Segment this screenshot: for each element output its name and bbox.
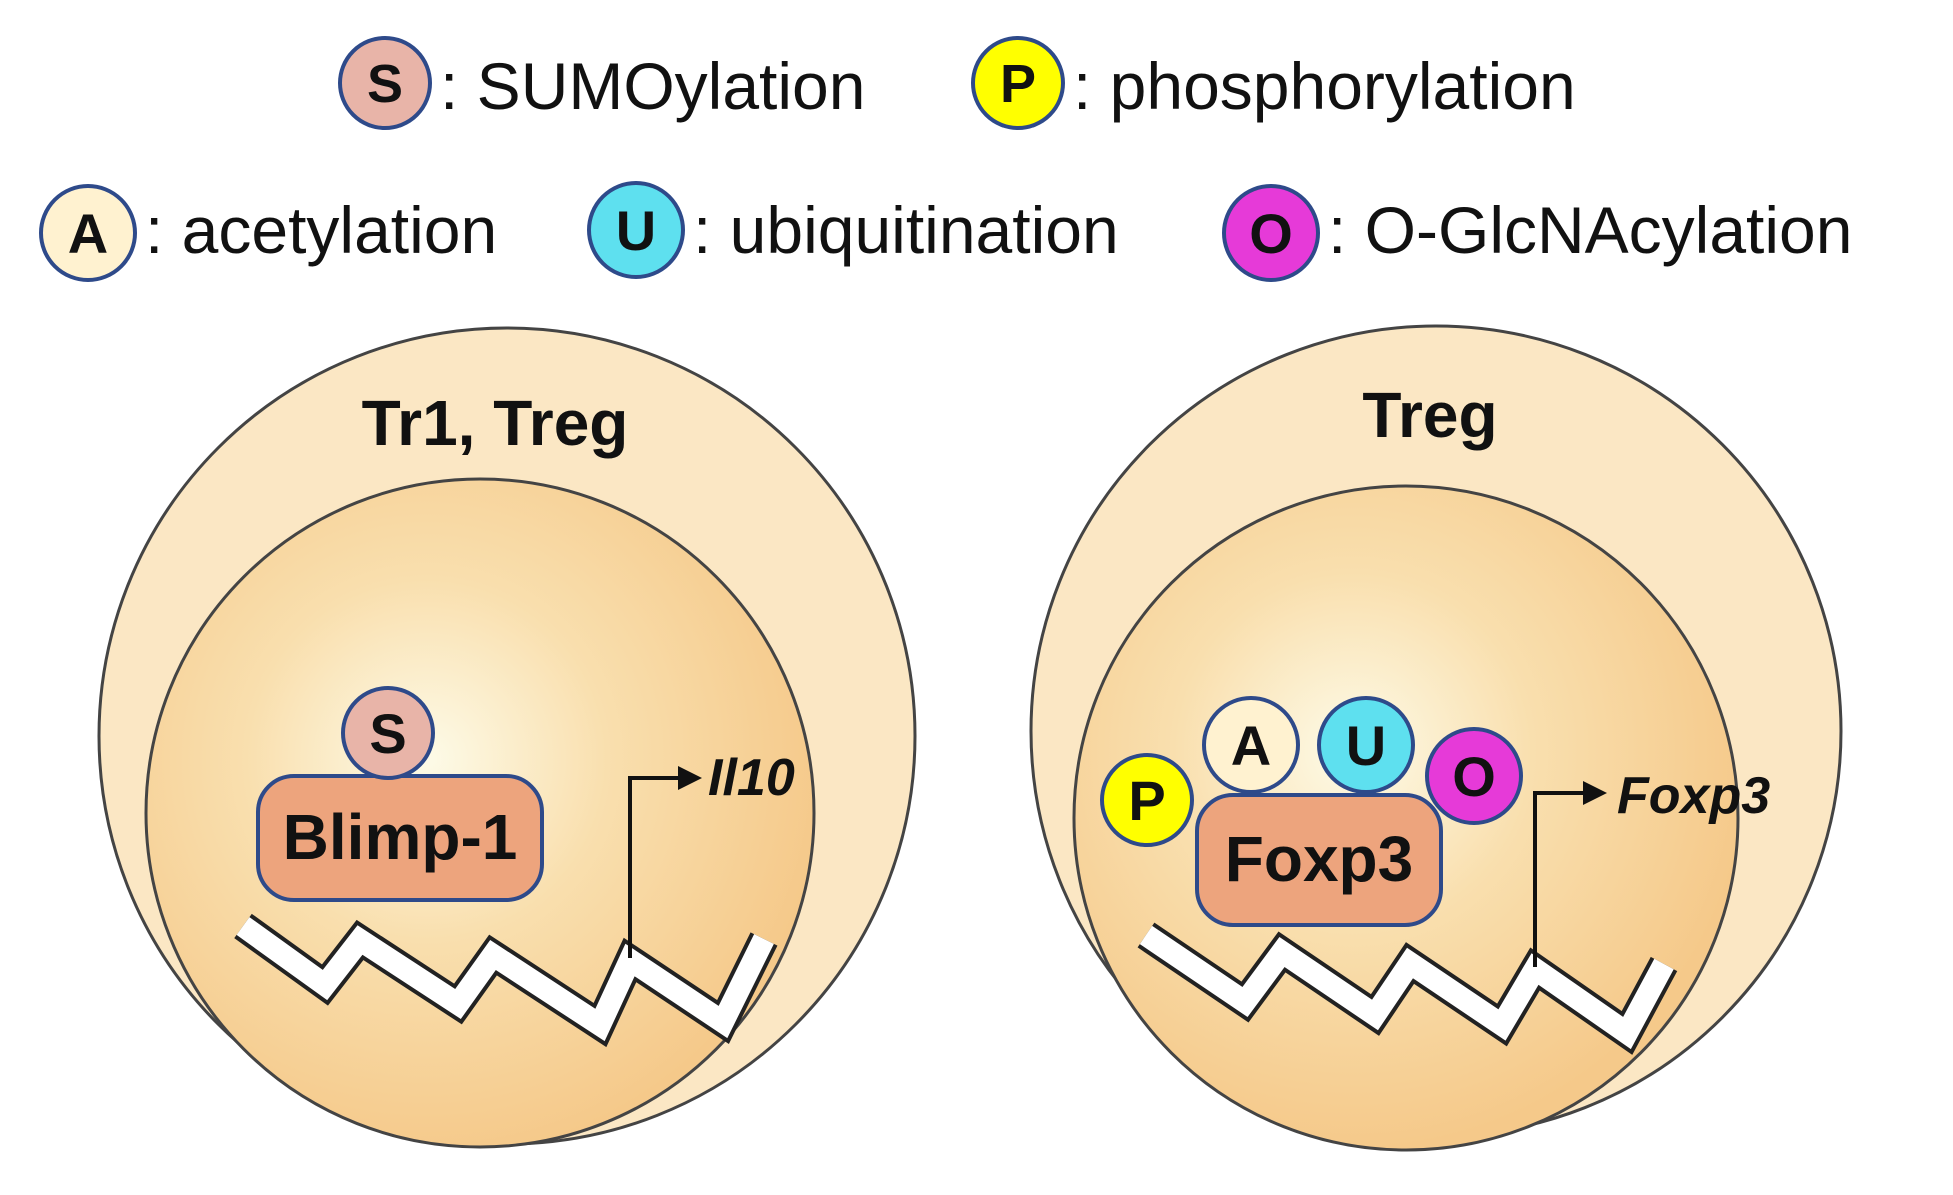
gene-label: Il10 — [708, 749, 795, 807]
mod-symbol: P — [1128, 769, 1165, 832]
legend-label-sumoylation: : SUMOylation — [440, 49, 865, 123]
legend-label-o-glcnacylation: : O-GlcNAcylation — [1328, 193, 1852, 267]
ubiq-badge-icon — [587, 181, 685, 279]
cell-title: Tr1, Treg — [362, 387, 629, 459]
oglc-badge-icon — [1222, 184, 1320, 282]
protein-label: Foxp3 — [1225, 823, 1413, 895]
cell-tr1-treg: Tr1, Treg Il10 Blimp-1 S — [97, 326, 917, 1149]
oglc-badge-icon — [1425, 727, 1523, 825]
phospho-badge-symbol: P — [1000, 54, 1036, 114]
legend-label-ubiquitination: : ubiquitination — [693, 193, 1119, 267]
mod-badge-phospho: P — [1100, 753, 1194, 847]
ubiq-badge-symbol: U — [616, 199, 656, 262]
legend-item-acetylation: A : acetylation — [39, 184, 497, 282]
arrowhead-icon — [678, 766, 702, 790]
ubiq-badge-icon — [1317, 696, 1415, 794]
mod-symbol: U — [1346, 714, 1386, 777]
protein-label: Blimp-1 — [283, 801, 518, 873]
sumo-badge-symbol: S — [367, 54, 403, 114]
cell-treg: Treg Foxp3 Foxp3 P A U O — [1029, 324, 1843, 1152]
sumo-badge-icon — [338, 36, 432, 130]
legend-label-phosphorylation: : phosphorylation — [1073, 49, 1576, 123]
sumo-badge-icon — [341, 686, 435, 780]
legend-item-phosphorylation: P : phosphorylation — [971, 36, 1576, 130]
transcription-arrow — [628, 776, 680, 958]
transcription-arrow — [1533, 791, 1585, 967]
acetyl-badge-icon — [1202, 696, 1300, 794]
legend-item-o-glcnacylation: O : O-GlcNAcylation — [1222, 184, 1852, 282]
arrowhead-icon — [1583, 781, 1607, 805]
mod-symbol: A — [1231, 714, 1271, 777]
acetyl-badge-icon — [39, 184, 137, 282]
mod-badge-acetyl: A — [1202, 696, 1300, 794]
phospho-badge-icon — [971, 36, 1065, 130]
legend-item-sumoylation: S : SUMOylation — [338, 36, 865, 130]
mod-badge-ubiq: U — [1317, 696, 1415, 794]
oglc-badge-symbol: O — [1249, 202, 1293, 265]
legend-label-acetylation: : acetylation — [145, 193, 497, 267]
gene-label: Foxp3 — [1617, 767, 1770, 825]
mod-symbol: O — [1452, 745, 1496, 808]
mod-symbol: S — [369, 702, 406, 765]
mod-badge-oglc: O — [1425, 727, 1523, 825]
acetyl-badge-symbol: A — [68, 202, 108, 265]
mod-badge-sumo: S — [341, 686, 435, 780]
phospho-badge-icon — [1100, 753, 1194, 847]
cell-title: Treg — [1362, 379, 1497, 451]
legend-item-ubiquitination: U : ubiquitination — [587, 181, 1119, 279]
protein-box — [1195, 793, 1443, 927]
legend: S : SUMOylation P : phosphorylation A : … — [39, 36, 1852, 282]
